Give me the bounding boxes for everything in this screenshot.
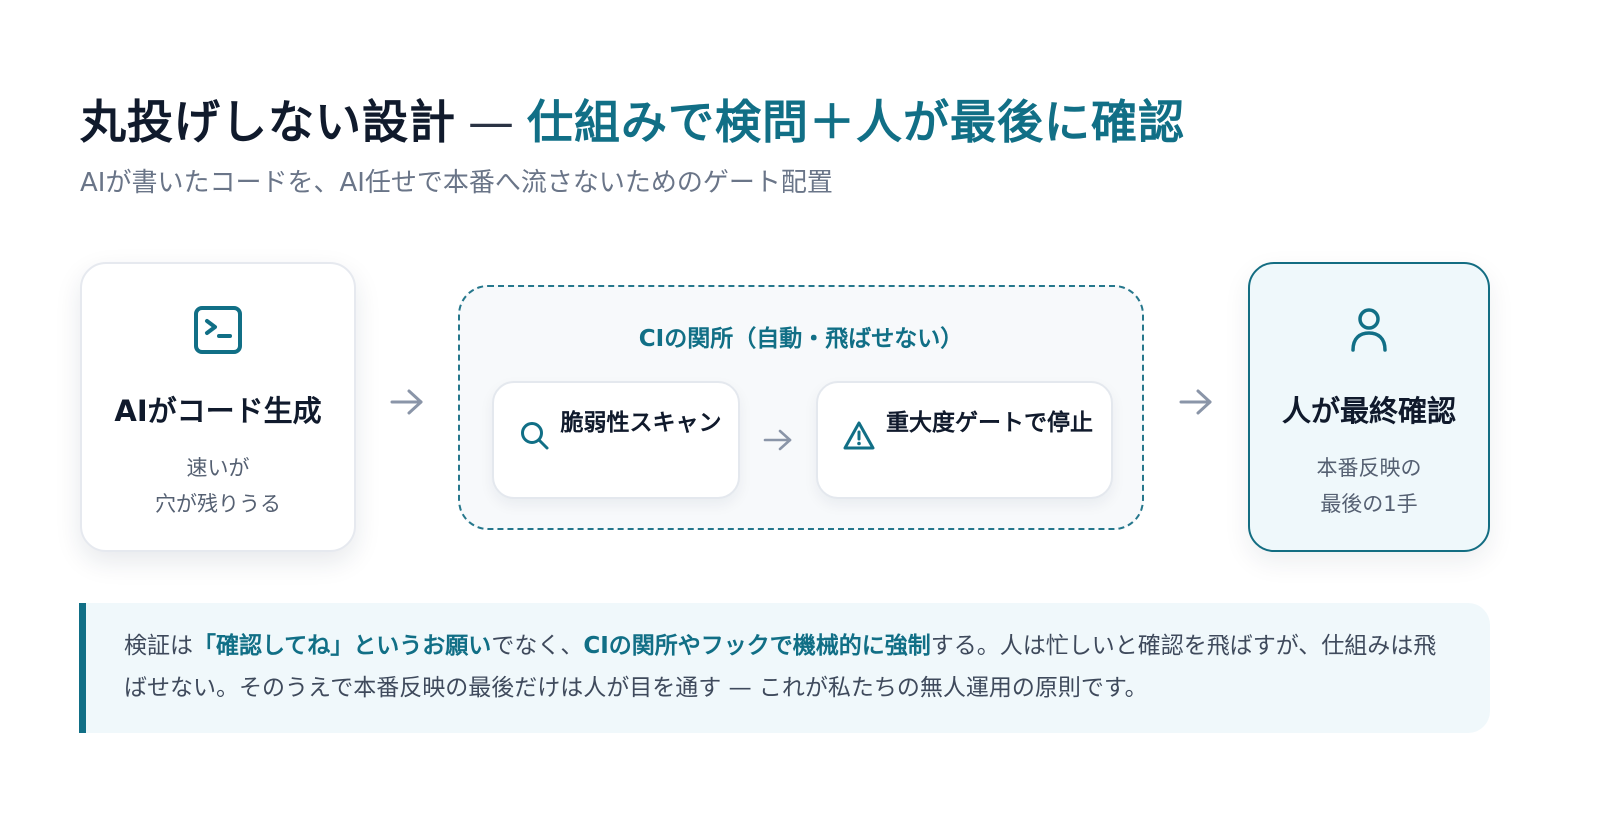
severity-gate-label: 重大度ゲートで停止 xyxy=(886,410,1093,436)
human-card-desc: 本番反映の 最後の1手 xyxy=(1250,450,1488,522)
human-card-title: 人が最終確認 xyxy=(1281,394,1456,428)
user-icon xyxy=(1351,308,1387,352)
arrow-right-icon xyxy=(390,389,423,415)
warning-icon xyxy=(843,421,875,450)
principle-note-text: 検証は「確認してね」というお願いでなく、CIの関所やフックで機械的に強制する。人… xyxy=(124,625,1450,709)
vulnerability-scan-step: 脆弱性スキャン xyxy=(492,381,740,499)
ai-card-desc-line2: 穴が残りうる xyxy=(155,492,281,516)
title-main: 丸投げしない設計 xyxy=(80,95,456,149)
note-text-1: 検証は xyxy=(124,633,193,659)
title-accent: 仕組みで検問＋人が最後に確認 xyxy=(527,95,1185,149)
human-card-desc-line2: 最後の1手 xyxy=(1320,492,1418,516)
vulnerability-scan-label: 脆弱性スキャン xyxy=(560,410,722,436)
search-icon xyxy=(521,422,549,450)
page-title: 丸投げしない設計—仕組みで検問＋人が最後に確認 xyxy=(80,86,1185,152)
principle-note: 検証は「確認してね」というお願いでなく、CIの関所やフックで機械的に強制する。人… xyxy=(79,603,1490,733)
ai-card-desc: 速いが 穴が残りうる xyxy=(82,450,354,522)
terminal-icon xyxy=(194,306,242,354)
ai-card-desc-line1: 速いが xyxy=(186,456,250,480)
severity-gate-step: 重大度ゲートで停止 xyxy=(816,381,1113,499)
ai-generate-card: AIがコード生成 速いが 穴が残りうる xyxy=(80,262,356,552)
note-bold-2: CIの関所やフックで機械的に強制 xyxy=(583,633,931,659)
arrow-right-icon xyxy=(763,429,792,451)
note-text-3: する。人は忙しいと確認を飛ばすが、仕組みは飛ばせない。そのうえで本番反映の最後だ… xyxy=(124,633,1437,701)
note-text-2: でなく、 xyxy=(491,633,584,659)
human-card-desc-line1: 本番反映の xyxy=(1316,456,1422,480)
ci-gate-title: CIの関所（自動・飛ばせない） xyxy=(638,326,964,352)
note-bold-1: 「確認してね」というお願い xyxy=(193,633,492,659)
human-review-card: 人が最終確認 本番反映の 最後の1手 xyxy=(1248,262,1490,552)
title-dash: — xyxy=(468,95,515,149)
arrow-right-icon xyxy=(1179,389,1212,415)
ai-card-title: AIがコード生成 xyxy=(114,394,322,428)
page-subtitle: AIが書いたコードを、AI任せで本番へ流さないためのゲート配置 xyxy=(80,168,833,198)
ci-gate-group: CIの関所（自動・飛ばせない） 脆弱性スキャン 重大度ゲートで停止 xyxy=(458,285,1144,530)
